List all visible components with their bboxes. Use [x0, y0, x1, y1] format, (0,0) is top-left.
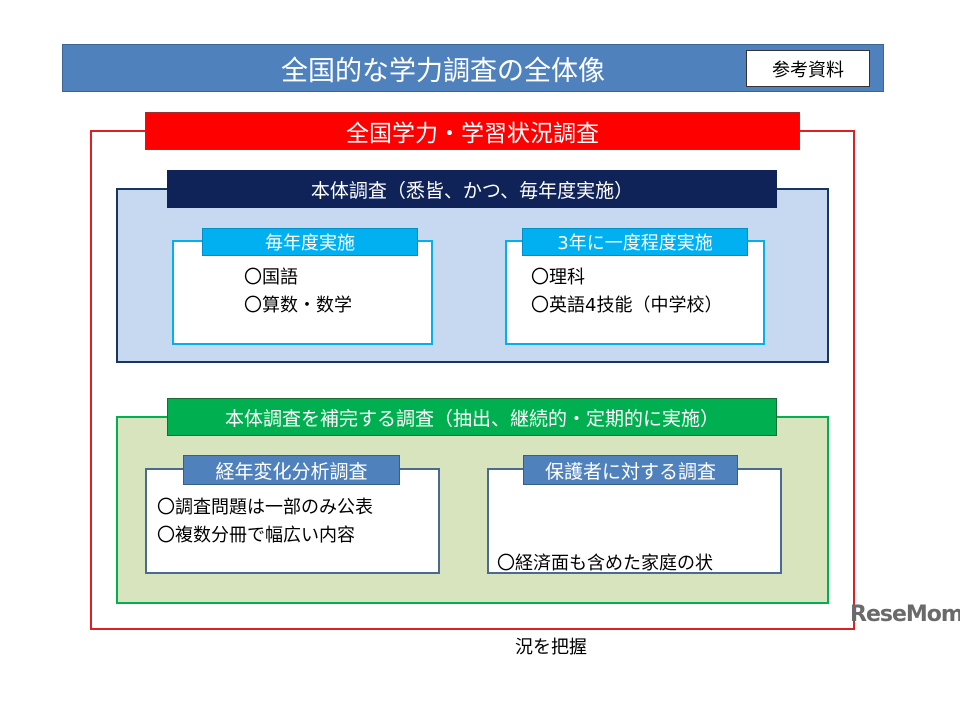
core-survey-header: 本体調査（悉皆、かつ、毎年度実施） [167, 170, 777, 208]
triennial-header: 3年に一度程度実施 [522, 228, 748, 256]
list-item: 〇英語4技能（中学校） [531, 295, 723, 316]
list-item: 〇国語 [244, 267, 298, 288]
guardian-survey-header: 保護者に対する調査 [523, 455, 738, 485]
triennial-box: 〇理科 〇英語4技能（中学校） [505, 240, 765, 345]
list-item: 況を把握 [497, 637, 587, 658]
list-item: 〇算数・数学 [244, 295, 352, 316]
list-item: 〇理科 [531, 267, 585, 288]
annual-header: 毎年度実施 [202, 228, 418, 256]
trend-analysis-box: 〇調査問題は一部のみ公表 〇複数分冊で幅広い内容 [145, 468, 440, 574]
reference-label: 参考資料 [746, 50, 870, 87]
resemom-logo: ReseMom [850, 602, 960, 627]
list-item: 〇複数分冊で幅広い内容 [157, 525, 355, 546]
list-item: 〇経済面も含めた家庭の状 [497, 553, 713, 574]
trend-analysis-header: 経年変化分析調査 [183, 455, 400, 485]
list-item: 〇調査問題は一部のみ公表 [157, 497, 373, 518]
main-survey-header: 全国学力・学習状況調査 [145, 112, 800, 150]
annual-box: 〇国語 〇算数・数学 [172, 240, 433, 345]
supplementary-survey-header: 本体調査を補完する調査（抽出、継続的・定期的に実施） [167, 398, 777, 436]
